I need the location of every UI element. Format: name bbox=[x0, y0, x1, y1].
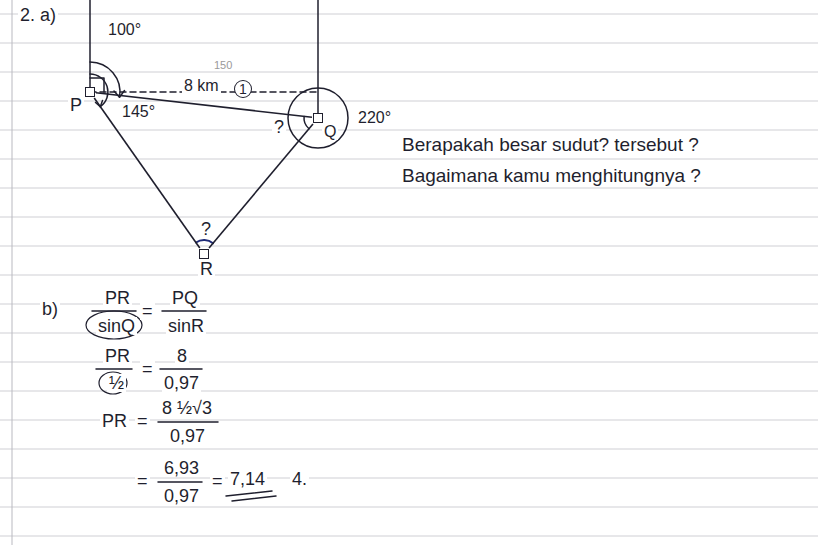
equation-term: = bbox=[210, 472, 225, 490]
equation-term: 0,97 bbox=[168, 427, 207, 445]
ruled-line bbox=[0, 536, 818, 537]
point-label: R bbox=[198, 260, 215, 278]
point-label: Q bbox=[322, 124, 338, 140]
angle-label: 1 bbox=[234, 80, 252, 98]
ruled-line bbox=[0, 130, 818, 131]
equation-term: = bbox=[135, 412, 150, 430]
point-marker: P bbox=[85, 87, 95, 97]
triangle-side bbox=[94, 98, 200, 248]
ruled-line bbox=[0, 275, 818, 276]
angle-label: 220° bbox=[356, 110, 393, 126]
point-marker: R bbox=[199, 249, 209, 259]
equation-term: 0,97 bbox=[162, 374, 201, 392]
equation-term: b) bbox=[40, 300, 60, 318]
ruled-line bbox=[0, 217, 818, 218]
equation-term: PR bbox=[103, 347, 132, 365]
ruled-line bbox=[0, 246, 818, 247]
equation-term: 4. bbox=[290, 470, 309, 488]
triangle-side bbox=[209, 124, 313, 248]
angle-label: ? bbox=[272, 118, 286, 136]
equation-term: 7,14 bbox=[228, 470, 267, 488]
fraction-bar bbox=[158, 421, 218, 423]
circle-mark bbox=[86, 311, 142, 339]
ruled-line bbox=[0, 43, 818, 44]
equation-term: = bbox=[140, 360, 155, 378]
equation-term: PR bbox=[100, 412, 129, 430]
equation-term: PR bbox=[103, 289, 132, 307]
equation-term: sinR bbox=[166, 317, 206, 335]
equation-term: PQ bbox=[170, 289, 200, 307]
double-underline bbox=[226, 491, 276, 501]
angle-label: 100° bbox=[106, 22, 143, 38]
ruled-line bbox=[0, 507, 818, 508]
ruled-line bbox=[0, 449, 818, 450]
angle-label: 2. a) bbox=[18, 6, 58, 24]
point-label: P bbox=[68, 96, 84, 114]
angle-label: ? bbox=[199, 220, 213, 238]
question-text: Berapakah besar sudut? tersebut ? bbox=[400, 135, 701, 154]
angle-arc bbox=[304, 116, 309, 128]
equation-term: sinQ bbox=[96, 317, 137, 335]
equation-term: = bbox=[140, 302, 155, 320]
fraction-bar bbox=[96, 368, 132, 370]
angle-arc bbox=[196, 240, 213, 243]
bearing-circle bbox=[288, 88, 348, 148]
angle-label: 150 bbox=[212, 60, 234, 71]
fraction-bar bbox=[158, 481, 202, 483]
question-text: Bagaimana kamu menghitungnya ? bbox=[400, 166, 703, 185]
distance-label: 8 km bbox=[182, 78, 221, 94]
angle-label: 145° bbox=[120, 104, 157, 120]
circle-mark bbox=[99, 372, 127, 394]
equation-term: 8 ½√3 bbox=[160, 399, 214, 417]
ruled-line bbox=[0, 188, 818, 189]
ruled-line bbox=[0, 478, 818, 479]
north-line bbox=[317, 0, 319, 118]
ruled-line bbox=[0, 159, 818, 160]
ruled-line bbox=[0, 101, 818, 102]
equation-term: ½ bbox=[107, 374, 126, 392]
point-marker: Q bbox=[313, 113, 323, 123]
ruled-line bbox=[0, 14, 818, 15]
ruled-line bbox=[0, 72, 818, 73]
fraction-bar bbox=[162, 310, 206, 312]
equation-term: = bbox=[135, 472, 150, 490]
equation-term: 0,97 bbox=[162, 487, 201, 505]
fraction-bar bbox=[160, 368, 202, 370]
equation-term: 8 bbox=[175, 347, 189, 365]
equation-term: 6,93 bbox=[162, 459, 201, 477]
margin-line bbox=[12, 0, 13, 545]
